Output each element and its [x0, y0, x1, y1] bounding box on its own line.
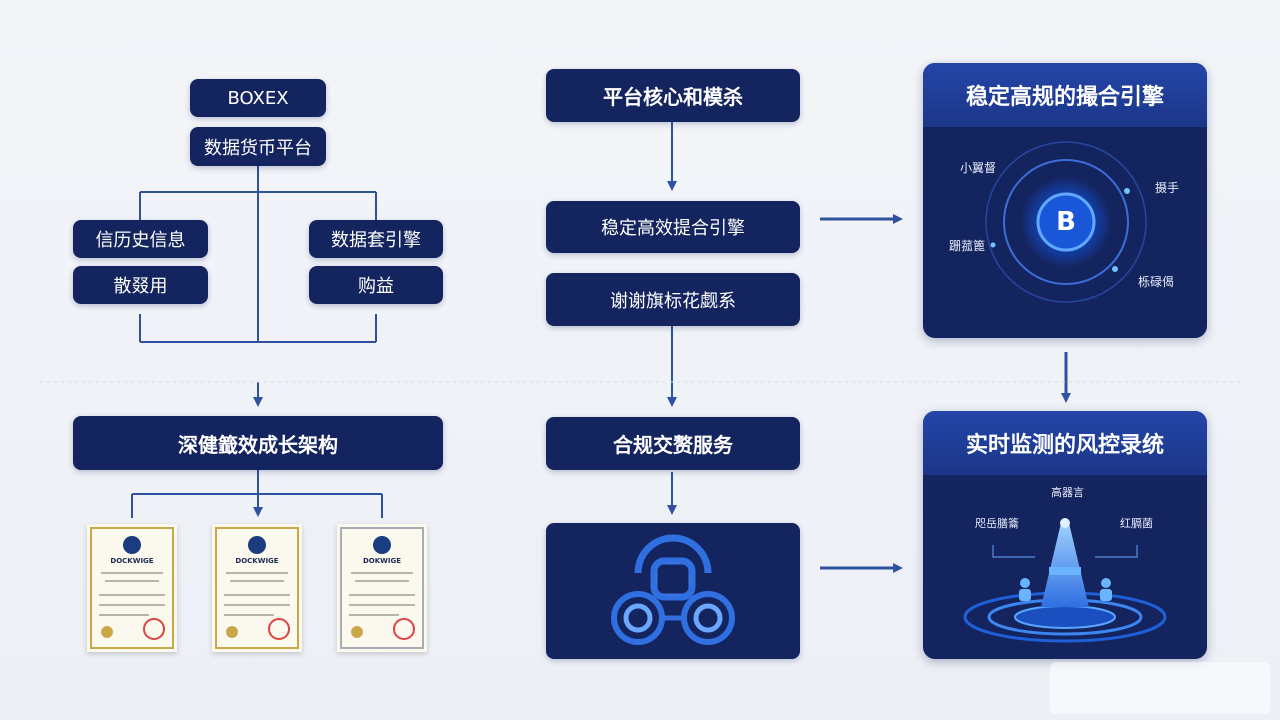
- service-icon-box: [546, 523, 800, 659]
- stamp-icon: [143, 618, 165, 640]
- platform-box: 数据货币平台: [190, 127, 326, 166]
- stamp-icon: [393, 618, 415, 640]
- engine-panel-title: 稳定高规的撮合引擎: [923, 63, 1207, 127]
- gold-badge-icon: [101, 626, 113, 638]
- gold-badge-icon: [351, 626, 363, 638]
- certificate-1: DOCKWIGE: [87, 524, 177, 652]
- left-branch-box-1: 信历史信息: [73, 220, 208, 258]
- engine-panel: 稳定高规的撮合引擎 B 小翼督 摄手 跚菰篦 栎碌偈: [923, 63, 1207, 338]
- system-box: 谢谢旗标花觑系: [546, 273, 800, 326]
- service-box: 合规交赘服务: [546, 417, 800, 470]
- shield-icon: [248, 536, 266, 554]
- brand-box: BOXEX: [190, 79, 326, 117]
- right-branch-box-2: 购益: [309, 266, 443, 304]
- radar-graphic: [963, 518, 1167, 643]
- gear-cluster-icon: [611, 534, 735, 645]
- left-branch-box-2: 散叕用: [73, 266, 208, 304]
- watermark: [1050, 662, 1270, 714]
- core-box: 平台核心和模杀: [546, 69, 800, 122]
- right-branch-box-1: 数据套引擎: [309, 220, 443, 258]
- architecture-box: 深健籖效成长架构: [73, 416, 443, 470]
- b-logo-icon: B: [1056, 207, 1076, 237]
- stamp-icon: [268, 618, 290, 640]
- orbit-graphic: [985, 141, 1147, 303]
- platform-label: 数据货币平台: [204, 137, 312, 159]
- engine-box: 稳定高效提合引擎: [546, 201, 800, 253]
- risk-panel-title: 实时监测的风控录统: [923, 411, 1207, 475]
- shield-icon: [123, 536, 141, 554]
- brand-label: BOXEX: [227, 87, 289, 109]
- certificate-2: DOCKWIGE: [212, 524, 302, 652]
- shield-icon: [373, 536, 391, 554]
- certificate-3: DOKWIGE: [337, 524, 427, 652]
- risk-panel: 实时监测的风控录统 高器言 咫岳膳籥 红膈菌: [923, 411, 1207, 659]
- gold-badge-icon: [226, 626, 238, 638]
